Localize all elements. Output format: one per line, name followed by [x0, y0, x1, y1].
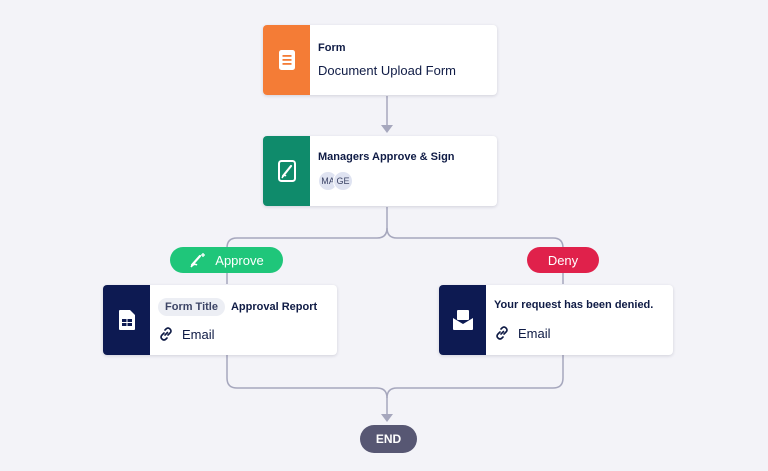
deny-email-node[interactable]: Your request has been denied. Email — [439, 285, 673, 355]
spreadsheet-icon — [118, 310, 135, 330]
deny-email-action-label: Email — [518, 325, 551, 341]
envelope-icon — [452, 310, 473, 330]
end-node-label: END — [375, 432, 402, 446]
sign-pen-icon — [190, 253, 206, 268]
deny-email-title: Your request has been denied. — [494, 299, 654, 311]
approval-email-action-label: Email — [182, 326, 215, 342]
approval-node-title: Managers Approve & Sign — [318, 151, 455, 163]
pen-sign-icon — [277, 160, 296, 182]
deny-branch-label[interactable]: Deny — [527, 247, 599, 273]
deny-branch-text: Deny — [547, 252, 579, 268]
form-node[interactable]: Form Document Upload Form — [263, 25, 497, 95]
approve-branch-text: Approve — [215, 252, 264, 268]
form-node-name: Document Upload Form — [318, 63, 456, 78]
link-icon — [496, 326, 508, 340]
approval-node[interactable]: Managers Approve & Sign MA GE — [263, 136, 497, 206]
form-node-icon-area — [263, 25, 310, 95]
form-node-type: Form — [318, 42, 346, 54]
arrowhead — [381, 414, 393, 422]
approval-email-action: Email — [158, 326, 329, 342]
approve-branch-label[interactable]: Approve — [170, 247, 283, 273]
approval-node-icon-area — [263, 136, 310, 206]
approval-email-node[interactable]: Form Title Approval Report Email — [103, 285, 337, 355]
deny-email-icon-area — [439, 285, 486, 355]
avatar[interactable]: GE — [333, 171, 353, 191]
end-node[interactable]: END — [360, 425, 417, 453]
form-title-chip: Form Title — [158, 298, 225, 316]
approval-email-icon-area — [103, 285, 150, 355]
deny-email-action: Email — [494, 325, 665, 341]
approval-email-title: Approval Report — [230, 301, 318, 313]
link-icon — [160, 327, 172, 341]
arrowhead — [381, 125, 393, 133]
document-icon — [278, 50, 295, 70]
